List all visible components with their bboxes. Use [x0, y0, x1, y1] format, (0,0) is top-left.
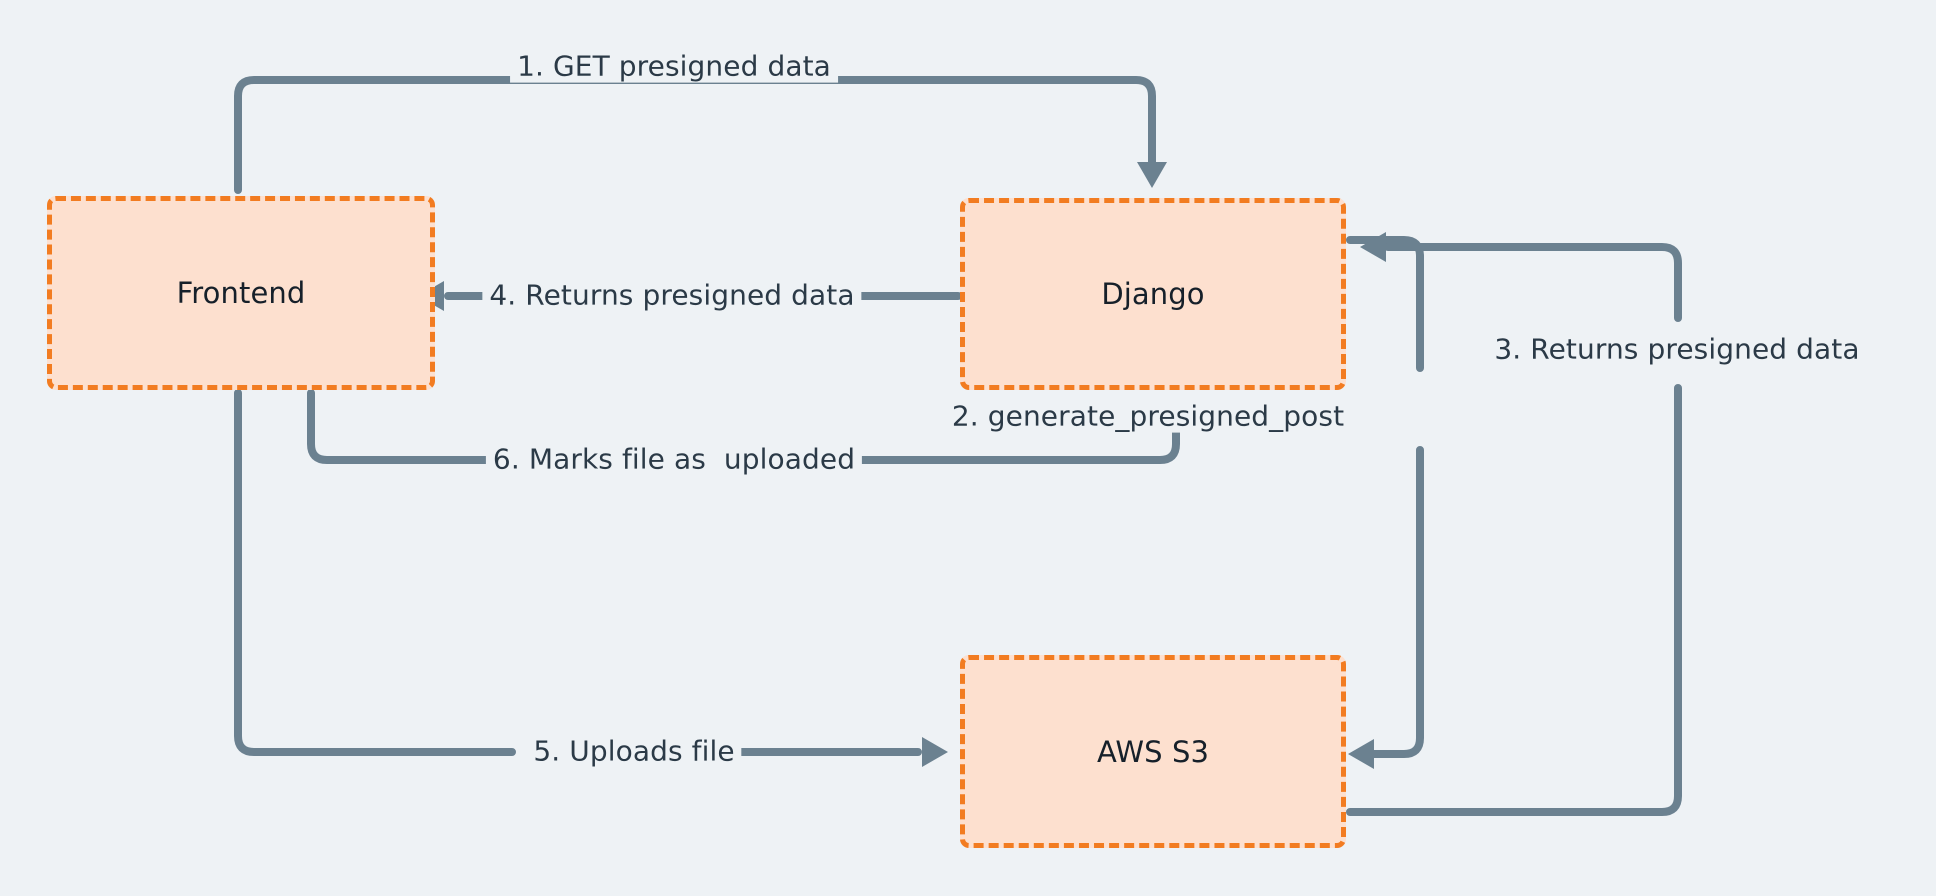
- node-label-django: Django: [1101, 277, 1205, 311]
- edge-path-edge-1: [234, 76, 1156, 194]
- node-django[interactable]: Django: [960, 198, 1346, 390]
- edge-label-edge-6: 6. Marks file as uploaded: [485, 444, 863, 476]
- edge-label-edge-1: 1. GET presigned data: [510, 51, 838, 83]
- node-frontend[interactable]: Frontend: [47, 196, 435, 390]
- edge-path-edge-3: [1346, 243, 1682, 816]
- edge-path-edge-5: [234, 389, 922, 756]
- edge-path-edge-2: [1346, 236, 1424, 758]
- arrowhead-edge-3: [1360, 232, 1386, 262]
- edge-label-edge-4: 4. Returns presigned data: [482, 280, 862, 312]
- arrowhead-edge-5: [922, 737, 948, 767]
- node-label-aws-s3: AWS S3: [1096, 734, 1209, 769]
- edge-label-edge-3: 3. Returns presigned data: [1487, 334, 1867, 366]
- edge-label-edge-5: 5. Uploads file: [526, 736, 742, 768]
- arrowhead-edge-2: [1348, 739, 1374, 769]
- node-label-frontend: Frontend: [176, 276, 306, 310]
- edge-paths: [234, 76, 1682, 816]
- arrowhead-edge-1: [1137, 162, 1167, 188]
- node-aws-s3[interactable]: AWS S3: [960, 655, 1346, 848]
- edge-label-edge-2: 2. generate_presigned_post: [944, 401, 1352, 433]
- edge-path-edge-6: [307, 389, 1180, 464]
